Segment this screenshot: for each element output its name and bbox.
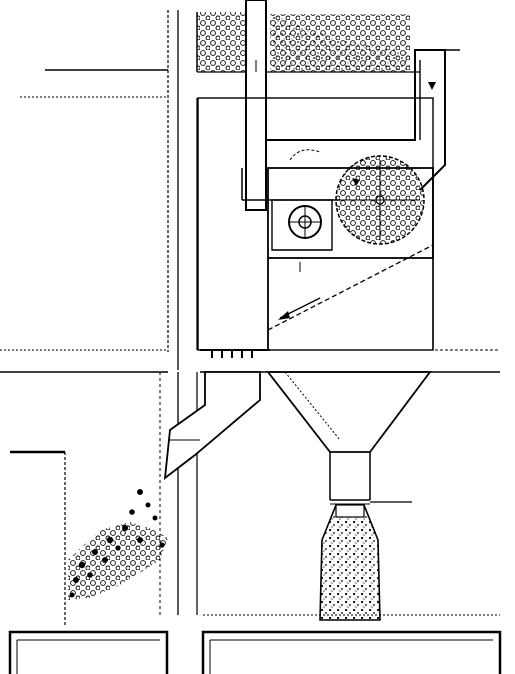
feed-chute	[245, 0, 460, 211]
discharge-chute	[163, 371, 261, 480]
collection-hopper	[266, 371, 432, 505]
material-pile	[10, 450, 168, 625]
crusher-drum	[335, 155, 425, 245]
fan-blower	[271, 199, 333, 251]
floor-beams	[8, 630, 502, 674]
falling-lumps	[69, 489, 165, 598]
upper-material-bin	[196, 12, 420, 73]
nozzle-row	[211, 350, 253, 358]
output-bag	[319, 504, 381, 621]
